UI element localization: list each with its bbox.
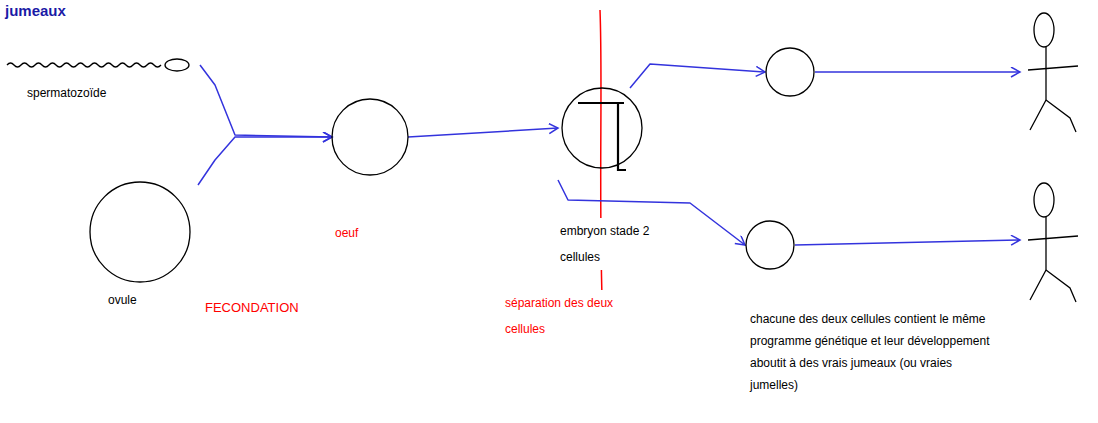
cell-circle — [745, 220, 795, 270]
figure-head — [1034, 183, 1054, 217]
cell-circle — [745, 220, 795, 270]
twin-figure — [1020, 178, 1090, 303]
figure-body — [1045, 217, 1046, 270]
sperm-cell: spermatozoïde — [5, 45, 200, 107]
cell-outline — [766, 48, 814, 96]
cell-circle — [765, 47, 815, 97]
egg-circle: oeuf — [332, 97, 408, 247]
cell-outline — [90, 182, 190, 282]
explanation-note: chacune des deux cellules contient le mê… — [750, 308, 1000, 396]
title-fragment: jumeaux — [5, 2, 125, 20]
ovum-circle — [88, 180, 198, 310]
cell-outline — [746, 221, 794, 269]
process-label: séparation des deux cellules — [505, 290, 635, 342]
separation-line — [600, 10, 603, 330]
twin-figure — [1020, 178, 1090, 303]
node-text: embryon stade 2 cellules — [560, 218, 672, 270]
twin-figure — [1020, 8, 1090, 133]
flow-arrow — [795, 240, 1020, 245]
flow-arrow — [198, 137, 332, 185]
sperm-tail — [7, 63, 161, 67]
figure-head — [1034, 13, 1054, 47]
figure-arms — [1028, 236, 1078, 240]
cell-circle — [765, 47, 815, 97]
process-label: FECONDATION — [205, 300, 345, 316]
flow-arrow — [200, 65, 332, 137]
embryo-circle: embryon stade 2 cellules — [558, 88, 688, 272]
node-text: oeuf — [335, 225, 395, 241]
twin-figure — [1020, 8, 1090, 133]
ovum-circle: ovule — [88, 180, 198, 310]
node-text: spermatozoïde — [27, 85, 167, 101]
figure-legs — [1030, 100, 1076, 132]
flow-arrow — [815, 71, 1020, 73]
figure-arms — [1028, 66, 1078, 70]
figure-legs — [1030, 270, 1076, 302]
figure-body — [1045, 47, 1046, 100]
cleavage-line — [618, 103, 626, 170]
flow-arrow — [630, 64, 765, 88]
cell-outline — [332, 99, 408, 175]
sperm-head — [165, 59, 189, 71]
cell-outline — [562, 88, 642, 168]
flow-arrow — [408, 128, 558, 137]
node-text: ovule — [108, 292, 188, 308]
